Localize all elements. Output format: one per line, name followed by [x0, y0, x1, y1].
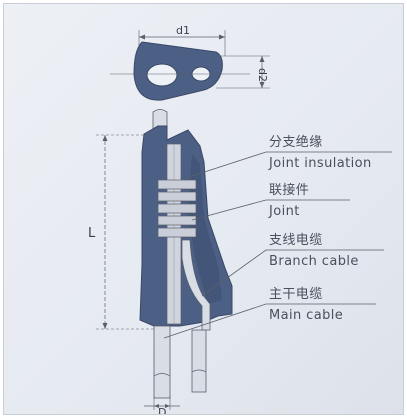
main-cable-hole: [146, 63, 178, 87]
leader-branch-cable: [201, 249, 384, 297]
side-view: [139, 109, 233, 399]
top-section-view: [110, 30, 270, 101]
callout-joint-insulation-zh: 分支绝缘: [269, 135, 323, 150]
callout-joint-zh: 联接件: [269, 183, 310, 198]
branch-cable-bottom: [191, 329, 207, 393]
leader-lines: [163, 151, 392, 339]
main-cable-bottom: [153, 325, 171, 399]
callout-main-cable-zh: 主干电缆: [269, 287, 323, 302]
callout-main-cable-en: Main cable: [269, 308, 344, 323]
leader-joint-insulation: [185, 151, 392, 179]
leader-main-cable: [163, 303, 376, 339]
callout-branch-cable-zh: 支线电缆: [269, 233, 323, 248]
callout-joint-en: Joint: [269, 204, 300, 219]
D-label: D: [158, 406, 167, 415]
joint-teeth: [157, 179, 197, 238]
branch-cable-inner: [181, 239, 211, 331]
leader-joint: [191, 199, 350, 221]
L-dimension: [96, 134, 154, 330]
d2-label: d2: [256, 68, 269, 82]
D-dimension: [144, 396, 180, 410]
L-label: L: [88, 226, 96, 241]
connector-drawing: [96, 30, 392, 410]
d1-label: d1: [176, 24, 190, 37]
callout-branch-cable-en: Branch cable: [269, 254, 359, 269]
diagram-sheet: d1 d2 L D 分支绝缘 Joint insulation 联接件 Join…: [3, 3, 404, 415]
callout-joint-insulation-en: Joint insulation: [269, 156, 372, 171]
